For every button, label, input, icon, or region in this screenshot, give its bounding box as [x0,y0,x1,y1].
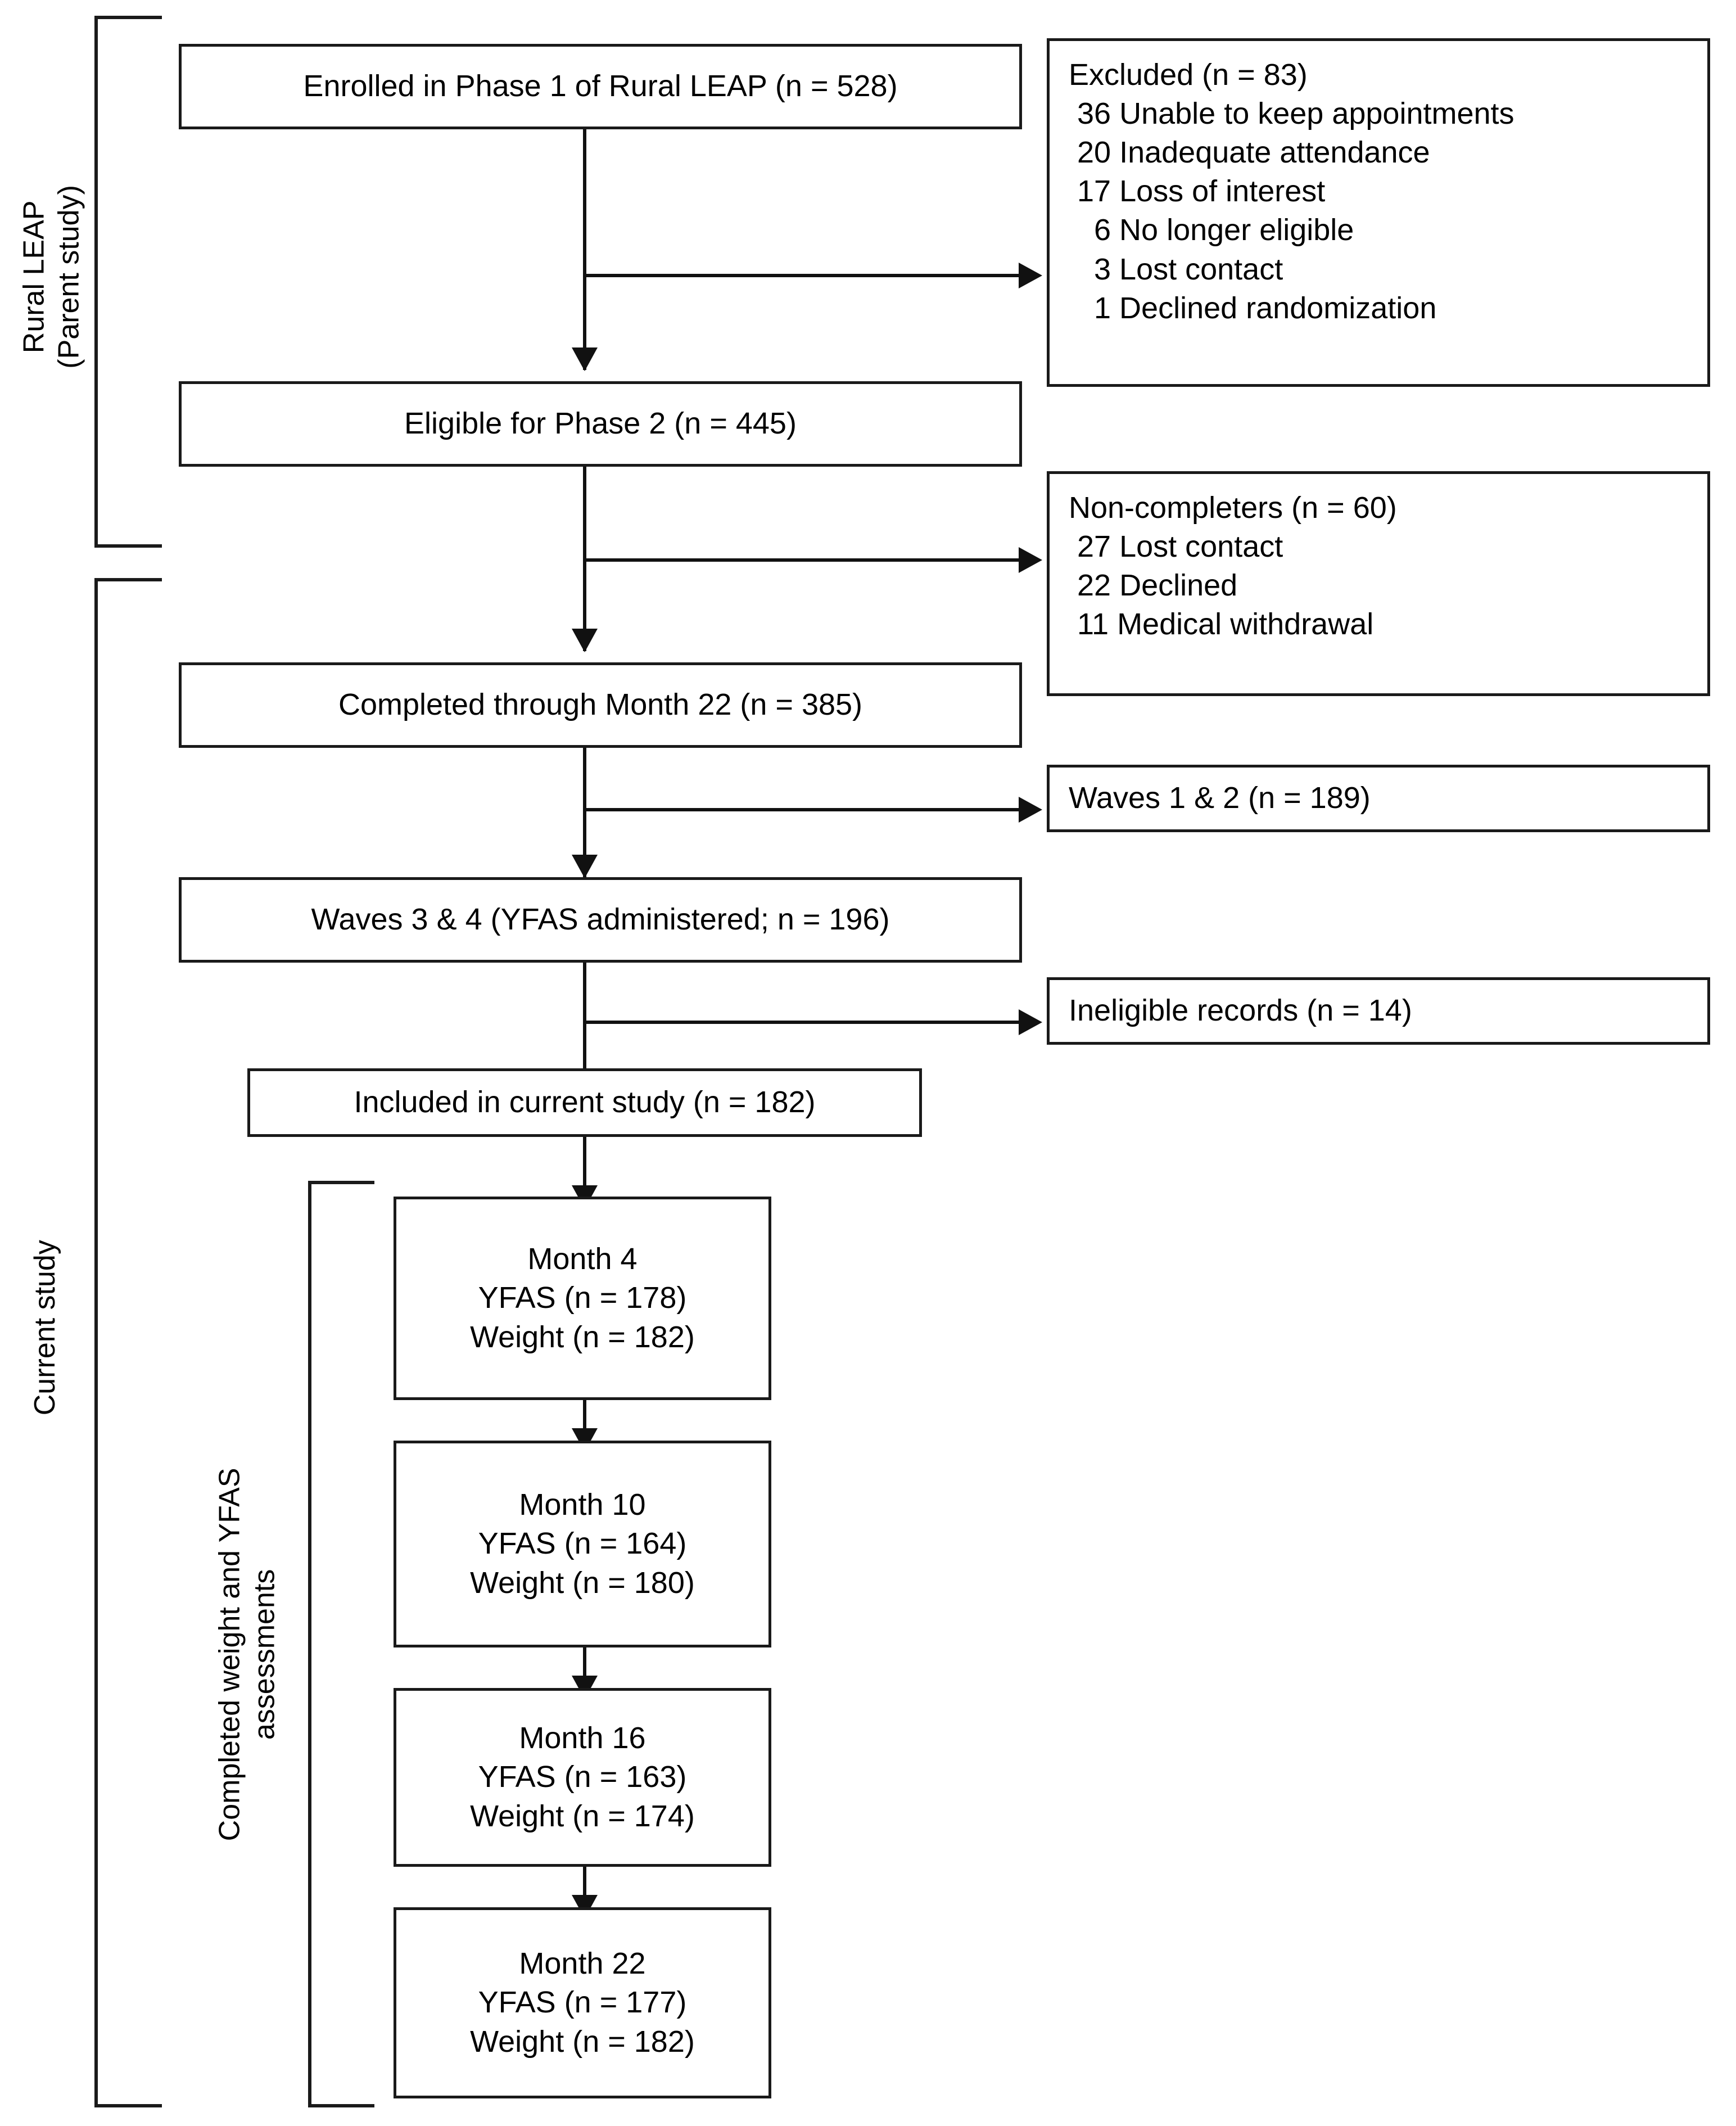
node-month-4[interactable]: Month 4 YFAS (n = 178) Weight (n = 182) [394,1197,771,1400]
arrowhead-enrolled-to-excluded [1019,263,1042,288]
arrowhead-eligible-to-completed [572,629,598,652]
node-completed-month22[interactable]: Completed through Month 22 (n = 385) [179,662,1022,748]
connector-eligible-to-noncompleters [583,558,1021,562]
node-ineligible-records[interactable]: Ineligible records (n = 14) [1047,977,1710,1045]
connector-waves34-to-included [583,963,586,1092]
node-included-current-study[interactable]: Included in current study (n = 182) [247,1068,922,1137]
node-month-10[interactable]: Month 10 YFAS (n = 164) Weight (n = 180) [394,1441,771,1647]
connector-waves34-to-ineligible [583,1021,1021,1024]
arrowhead-waves34-to-ineligible [1019,1009,1042,1035]
node-non-completers[interactable]: Non-completers (n = 60) 27 Lost contact … [1047,471,1710,696]
bracket-rural-leap [94,16,162,548]
node-excluded[interactable]: Excluded (n = 83) 36 Unable to keep appo… [1047,38,1710,387]
node-waves-3-and-4[interactable]: Waves 3 & 4 (YFAS administered; n = 196) [179,877,1022,963]
connector-month10-to-month16 [583,1647,586,1688]
arrowhead-eligible-to-noncompleters [1019,547,1042,573]
node-waves-1-and-2[interactable]: Waves 1 & 2 (n = 189) [1047,765,1710,832]
label-completed-assessments: Completed weight and YFAS assessments [213,1468,281,1841]
arrowhead-completed-to-waves34 [572,855,598,878]
bracket-current-study [94,578,162,2107]
arrowhead-enrolled-to-eligible [572,347,598,371]
connector-completed-to-waves34 [583,748,586,877]
node-enrolled[interactable]: Enrolled in Phase 1 of Rural LEAP (n = 5… [179,44,1022,129]
arrowhead-completed-to-waves12 [1019,797,1042,823]
connector-enrolled-to-eligible [583,128,586,370]
node-month-22[interactable]: Month 22 YFAS (n = 177) Weight (n = 182) [394,1907,771,2098]
label-current-study: Current study [28,1240,61,1416]
connector-included-to-month4 [583,1136,586,1198]
node-eligible-phase2[interactable]: Eligible for Phase 2 (n = 445) [179,381,1022,467]
connector-completed-to-waves12 [583,808,1021,811]
bracket-completed-assessments [308,1181,374,2107]
node-month-16[interactable]: Month 16 YFAS (n = 163) Weight (n = 174) [394,1688,771,1867]
connector-month16-to-month22 [583,1867,586,1907]
connector-month4-to-month10 [583,1400,586,1441]
connector-enrolled-to-excluded [583,274,1021,277]
label-rural-leap-parent-study: Rural LEAP (Parent study) [17,185,85,369]
